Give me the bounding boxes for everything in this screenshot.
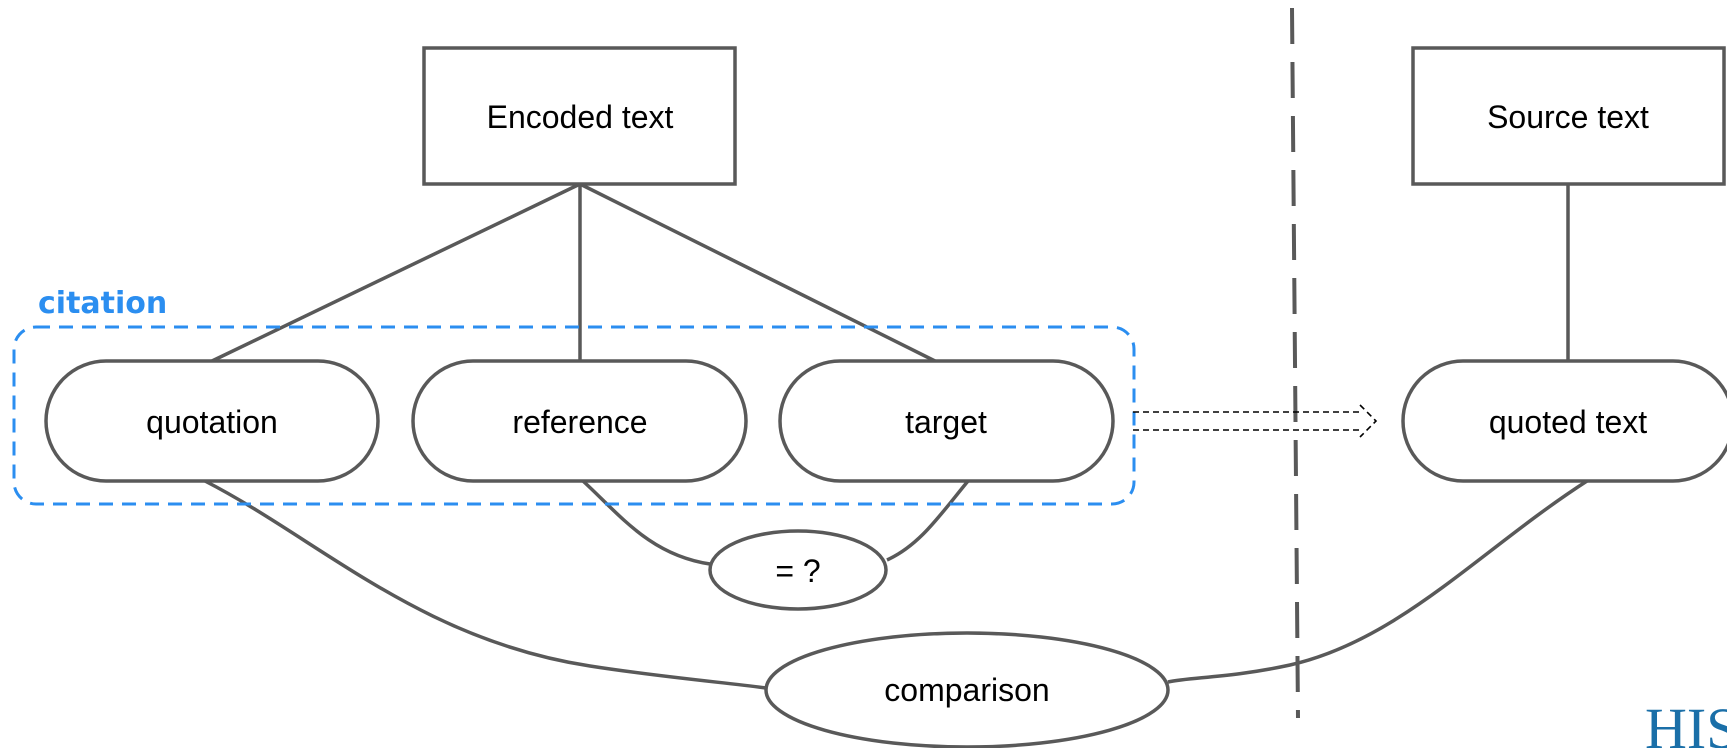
quoted-text-label: quoted text (1489, 404, 1647, 440)
edge-quoted-to-comparison (1167, 479, 1588, 684)
dashed-arrow (1133, 404, 1378, 438)
logo-mark: HISO (1645, 696, 1727, 748)
equals-question-label: = ? (775, 553, 820, 589)
comparison-node (764, 631, 1170, 748)
reference-node (411, 359, 748, 483)
comparison-label: comparison (884, 672, 1049, 708)
source-text-box (1411, 46, 1726, 186)
edge-quotation-to-comparison (204, 479, 767, 690)
edge-reference-to-equals (581, 479, 711, 566)
divider-line (1290, 7, 1300, 719)
logo: HISO (1645, 696, 1727, 748)
edge-target-to-equals (886, 479, 970, 562)
reference-label: reference (512, 404, 647, 440)
connector-lines (204, 182, 1588, 690)
encoded-text-box (422, 46, 737, 186)
quotation-node (44, 359, 380, 483)
quoted-text-node (1401, 359, 1727, 483)
target-node (778, 359, 1115, 483)
equals-question-node (708, 529, 888, 611)
quotation-label: quotation (146, 404, 278, 440)
citation-group-label: citation (38, 286, 167, 321)
source-text-label: Source text (1487, 99, 1649, 135)
edge-encoded-to-quotation (211, 182, 581, 363)
citation-group-box (12, 325, 1136, 506)
edge-encoded-to-target (579, 182, 936, 363)
target-label: target (905, 404, 987, 440)
encoded-text-label: Encoded text (487, 99, 674, 135)
